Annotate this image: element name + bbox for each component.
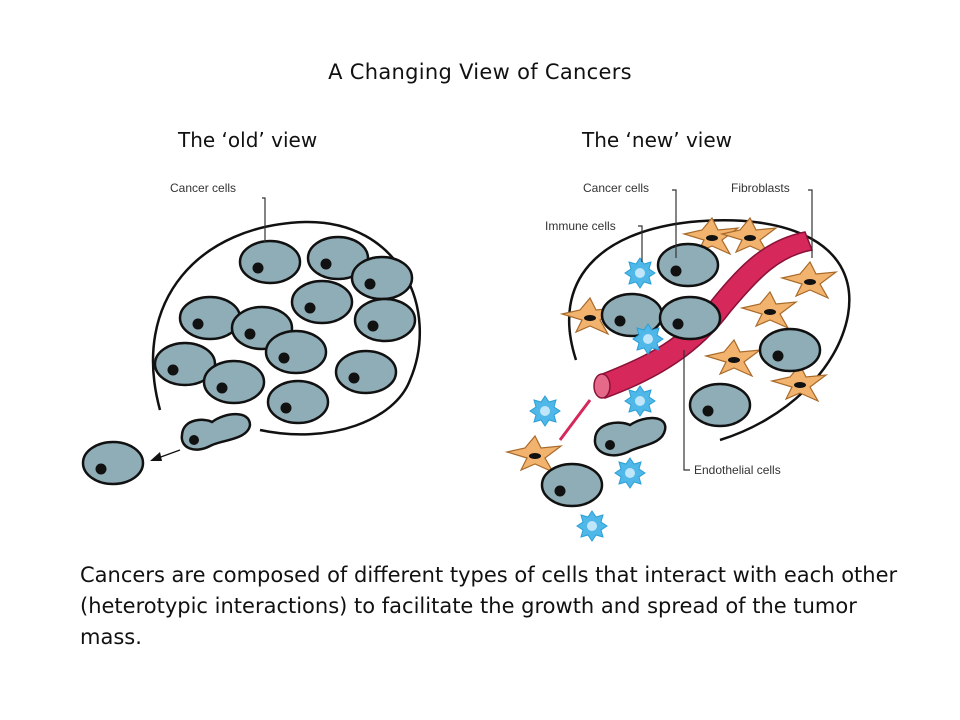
invasion-arrow — [157, 449, 181, 459]
cancer-cell — [202, 359, 266, 405]
immune-cell — [529, 395, 561, 427]
new-cancer-leader — [672, 189, 677, 258]
old-cancer-cells-label: Cancer cells — [170, 181, 237, 195]
endothelial-leader — [683, 350, 690, 471]
cancer-cell — [688, 382, 752, 428]
fibroblasts-label: Fibroblasts — [731, 181, 790, 195]
invasion-arrowhead — [150, 452, 162, 461]
cancer-cell — [350, 255, 414, 301]
escaped-cancer-cell — [81, 440, 145, 486]
diagram-title: A Changing View of Cancers — [328, 60, 632, 84]
immune-cell — [576, 510, 608, 542]
cancer-cell — [334, 349, 398, 395]
fibroblast — [741, 291, 797, 329]
fibroblast-leader — [808, 189, 813, 258]
cancer-cell — [238, 239, 302, 285]
fibroblast — [506, 435, 562, 473]
new-view-heading: The ‘new’ view — [582, 128, 733, 152]
immune-cells-label: Immune cells — [545, 219, 616, 233]
immune-leader — [638, 225, 643, 262]
cancer-cell — [353, 297, 417, 343]
immune-cell — [614, 457, 646, 489]
cancer-cell — [758, 327, 822, 373]
caption-text: Cancers are composed of different types … — [80, 563, 898, 649]
immune-cell — [624, 385, 656, 417]
old-view-group — [81, 197, 421, 486]
cancer-cell — [290, 279, 354, 325]
migrating-cancer-cell — [593, 416, 667, 457]
cancer-cell — [264, 329, 328, 375]
old-cancer-leader — [262, 197, 266, 242]
endothelial-cells-label: Endothelial cells — [694, 463, 781, 477]
immune-cell — [624, 257, 656, 289]
fibroblast — [781, 261, 837, 299]
old-view-heading: The ‘old’ view — [178, 128, 318, 152]
cancer-cell — [656, 242, 720, 288]
cancer-cell — [658, 295, 722, 341]
fibroblast — [705, 339, 761, 377]
vessel-leak — [558, 399, 592, 441]
new-cancer-cells-label: Cancer cells — [583, 181, 650, 195]
immune-cell — [632, 323, 664, 355]
new-view-group — [506, 189, 851, 542]
old-tumor-boundary — [151, 220, 421, 436]
escaped-cancer-cell — [540, 462, 604, 508]
migrating-cancer-cell — [180, 412, 252, 451]
cancer-cell — [178, 295, 242, 341]
cancer-cell — [266, 379, 330, 425]
